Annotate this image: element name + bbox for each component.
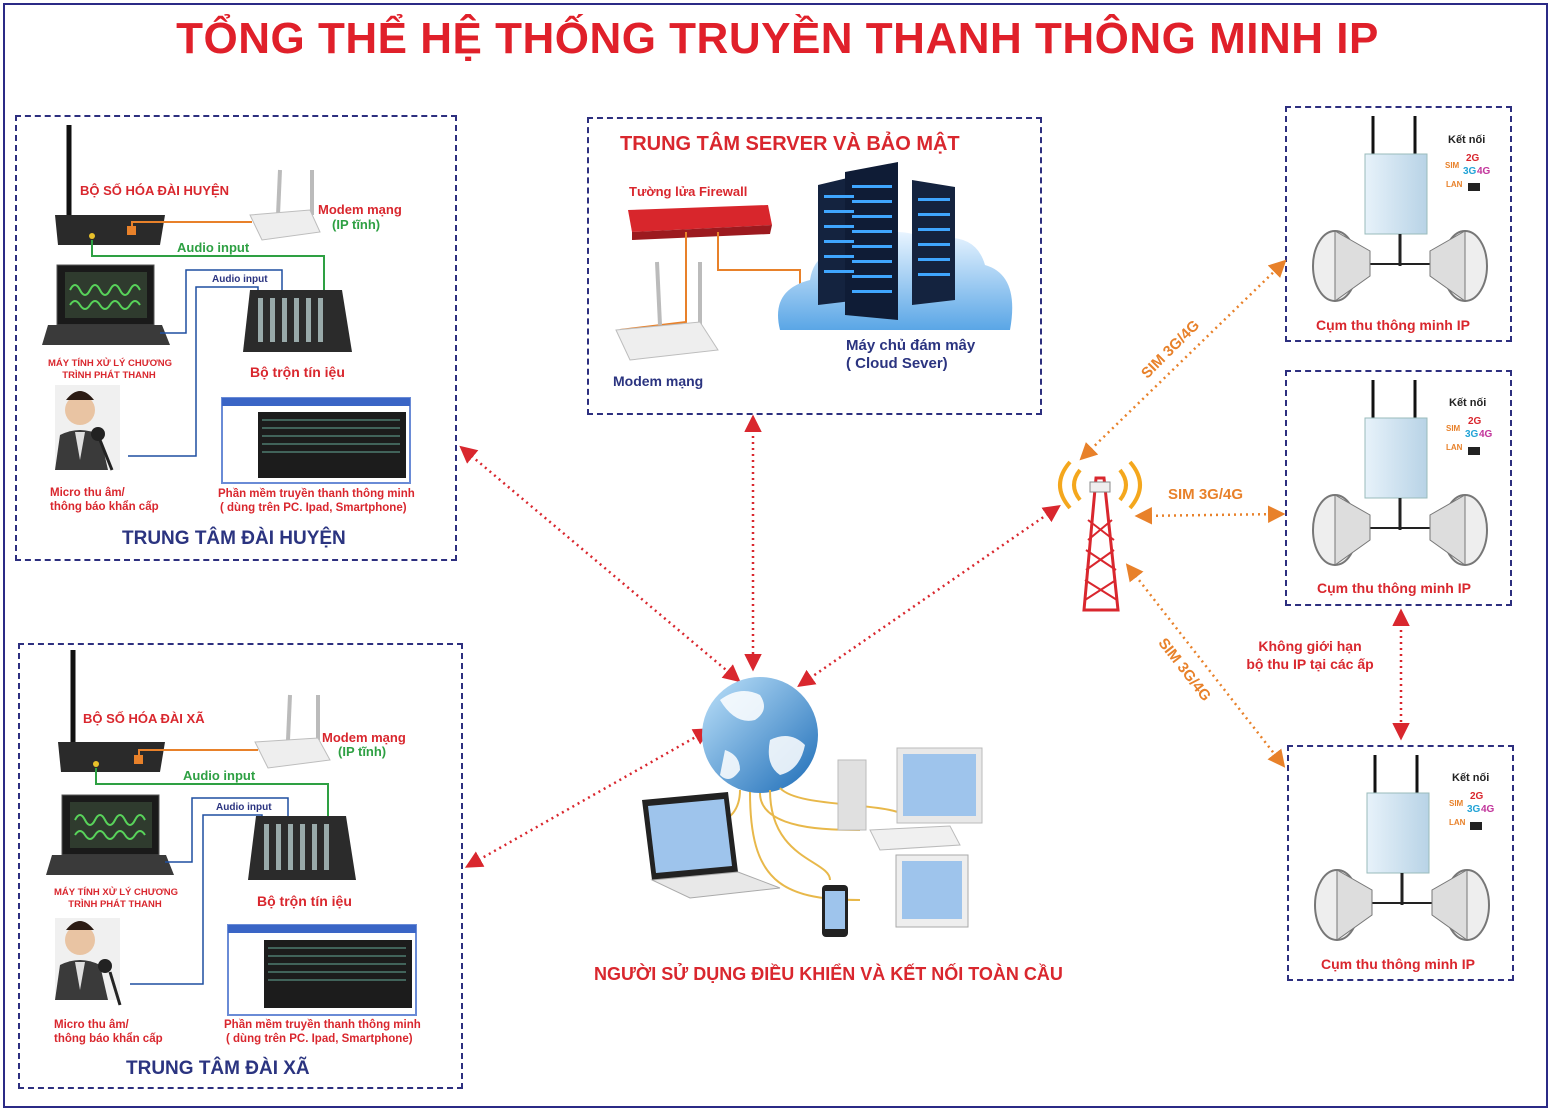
huyen-mixer-label: Bộ trộn tín iệu (250, 364, 345, 380)
receiver-graphics-1 (1312, 116, 1488, 302)
network-links (459, 414, 1410, 868)
xa-ip-label: (IP tĩnh) (338, 744, 387, 759)
cloud-label-2: ( Cloud Sever) (846, 355, 948, 372)
outer-frame (3, 3, 1548, 1108)
globe (702, 677, 818, 793)
link-xa-internet (464, 728, 712, 868)
huyen-audio-input-blue: Audio input (212, 274, 268, 285)
page-title: TỔNG THỂ HỆ THỐNG TRUYỀN THANH THÔNG MIN… (176, 14, 1379, 63)
receiver-graphics-3 (1314, 755, 1490, 941)
modem-device (249, 209, 321, 241)
unlimited-label-2: bộ thu IP tại các ấp (1246, 656, 1374, 672)
receiver-3-sim: SIM (1449, 799, 1464, 808)
receiver-2-lan: LAN (1446, 443, 1463, 452)
receiver-1-label: Cụm thu thông minh IP (1316, 317, 1470, 333)
huyen-audio-input-green: Audio input (177, 240, 250, 255)
receiver-graphics-2 (1312, 380, 1488, 566)
sim-link-3 (1125, 563, 1286, 768)
huyen-center-label: TRUNG TÂM ĐÀI HUYỆN (122, 528, 346, 549)
xa-modem-label: Modem mạng (322, 730, 406, 745)
server-racks (818, 162, 955, 320)
receiver-2-2g: 2G (1468, 416, 1482, 427)
sim-link-2 (1134, 505, 1286, 525)
receiver-2-sim: SIM (1446, 424, 1461, 433)
link-huyen-internet (459, 445, 741, 683)
sim-link-1 (1079, 259, 1287, 461)
cloud-label-1: Máy chủ đám mây (846, 337, 976, 354)
receiver-2-label: Cụm thu thông minh IP (1317, 580, 1471, 596)
xa-mic-label-2: thông báo khẩn cấp (54, 1033, 163, 1045)
receiver-2-connect: Kết nối (1449, 397, 1487, 409)
firewall-label: Tường lửa Firewall (629, 184, 748, 199)
xa-audio-input-blue: Audio input (216, 802, 272, 813)
xa-software-label-1: Phần mềm truyền thanh thông minh (224, 1019, 421, 1031)
huyen-software-label-2: ( dùng trên PC. Ipad, Smartphone) (220, 502, 407, 514)
sim-label-2: SIM 3G/4G (1168, 486, 1244, 503)
xa-devices (46, 650, 417, 1016)
receiver-3-label: Cụm thu thông minh IP (1321, 956, 1475, 972)
link-tower-internet (797, 505, 1061, 687)
huyen-center-box (15, 115, 457, 561)
receiver-3-lan: LAN (1449, 818, 1466, 827)
huyen-mic-label-1: Micro thu âm/ (50, 487, 125, 499)
huyen-modem-label: Modem mạng (318, 202, 402, 217)
encoder-device (55, 215, 165, 245)
xa-center-box (18, 643, 463, 1089)
server-devices (615, 162, 1013, 361)
xa-audio-input-green: Audio input (183, 768, 256, 783)
receiver-1-connect: Kết nối (1448, 134, 1486, 146)
cell-tower (1058, 460, 1142, 612)
receiver-box-2 (1285, 370, 1512, 606)
receiver-1-sim: SIM (1445, 161, 1460, 170)
users-devices (642, 677, 983, 937)
receiver-3-connect: Kết nối (1452, 772, 1490, 784)
huyen-pc-label-1: MÁY TÍNH XỬ LÝ CHƯƠNG (48, 358, 172, 369)
server-title: TRUNG TÂM SERVER VÀ BẢO MẬT (620, 133, 960, 155)
receiver-3-2g: 2G (1470, 791, 1484, 802)
receiver-3-3g: 3G (1467, 804, 1481, 815)
xa-mixer-label: Bộ trộn tín iệu (257, 893, 352, 909)
receiver-2-4g: 4G (1479, 429, 1493, 440)
huyen-ip-label: (IP tĩnh) (332, 217, 381, 232)
firewall-device (628, 205, 772, 232)
huyen-mic-label-2: thông báo khẩn cấp (50, 501, 159, 513)
xa-encoder-label: BỘ SỐ HÓA ĐÀI XÃ (83, 711, 205, 726)
xa-pc-label-2: TRÌNH PHÁT THANH (68, 899, 162, 910)
receiver-2-3g: 3G (1465, 429, 1479, 440)
receiver-1-2g: 2G (1466, 153, 1480, 164)
xa-pc-label-1: MÁY TÍNH XỬ LÝ CHƯƠNG (54, 887, 178, 898)
xa-center-label: TRUNG TÂM ĐÀI XÃ (126, 1058, 310, 1079)
receiver-box-3 (1287, 745, 1514, 981)
sim-links (1079, 259, 1287, 768)
huyen-pc-label-2: TRÌNH PHÁT THANH (62, 370, 156, 381)
receiver-1-lan: LAN (1446, 180, 1463, 189)
xa-software-label-2: ( dùng trên PC. Ipad, Smartphone) (226, 1033, 413, 1045)
unlimited-label-1: Không giới hạn (1258, 638, 1362, 654)
receiver-1-4g: 4G (1477, 166, 1491, 177)
server-center-box (587, 117, 1042, 415)
receiver-3-4g: 4G (1481, 804, 1495, 815)
receiver-box-1 (1285, 106, 1512, 342)
huyen-encoder-label: BỘ SỐ HÓA ĐÀI HUYỆN (80, 183, 230, 198)
users-label: NGƯỜI SỬ DỤNG ĐIỀU KHIỂN VÀ KẾT NỐI TOÀN… (594, 964, 1063, 984)
receiver-1-3g: 3G (1463, 166, 1477, 177)
huyen-software-label-1: Phần mềm truyền thanh thông minh (218, 488, 415, 500)
server-modem-label: Modem mạng (613, 373, 704, 389)
xa-mic-label-1: Micro thu âm/ (54, 1019, 129, 1031)
huyen-devices (42, 125, 411, 484)
